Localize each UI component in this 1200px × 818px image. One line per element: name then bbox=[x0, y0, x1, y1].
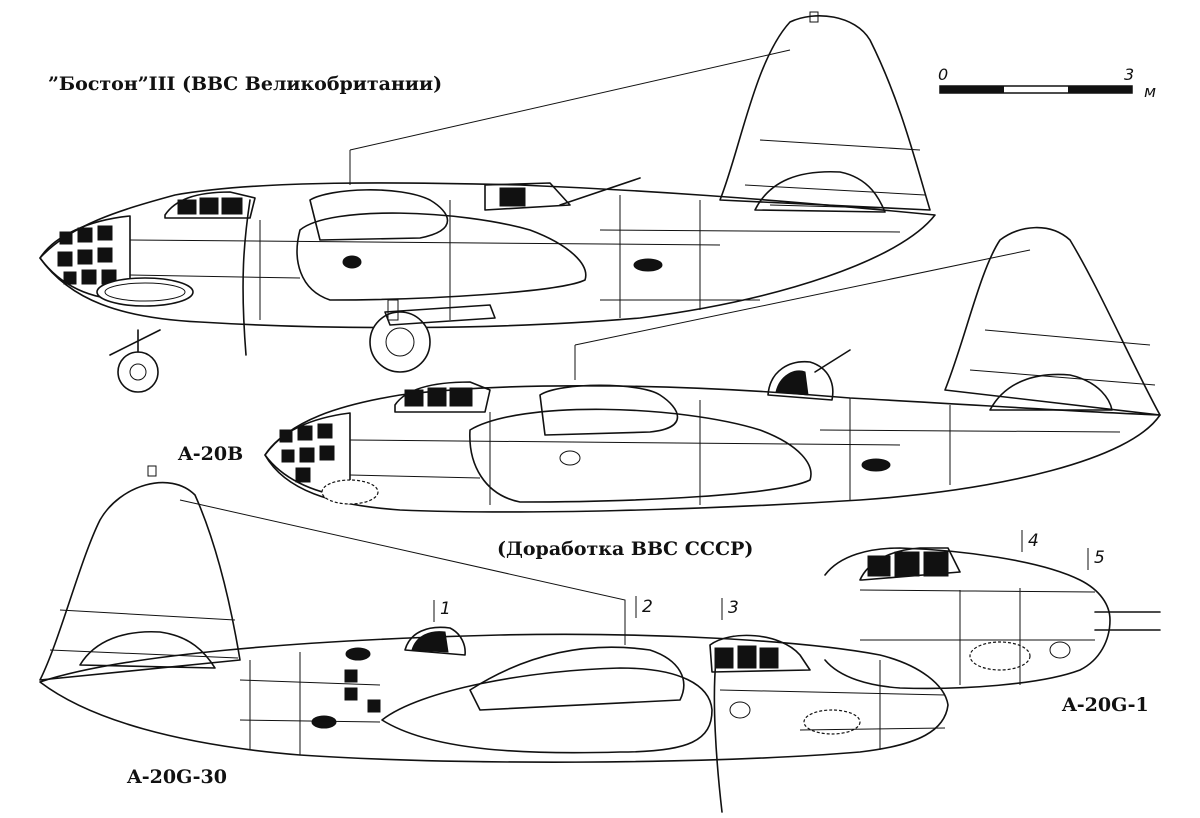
callout-1: 1 bbox=[440, 599, 451, 619]
a20g1-label: A-20G-1 bbox=[1061, 694, 1149, 716]
scale-end: 3 bbox=[1124, 65, 1134, 84]
callout-3: 3 bbox=[728, 598, 739, 618]
boston-iii-title: ”Бостон”III (ВВС Великобритании) bbox=[48, 73, 442, 95]
a20b-side-view bbox=[264, 226, 1161, 513]
scale-bar: 0 3 м bbox=[938, 65, 1156, 101]
callout-4: 4 bbox=[1028, 531, 1039, 551]
boston-iii-side-view bbox=[39, 11, 936, 393]
a20b-label: A-20B bbox=[177, 443, 243, 465]
callout-markers: 1 2 3 4 5 bbox=[433, 530, 1105, 622]
a20g30-side-view bbox=[39, 465, 949, 813]
callout-5: 5 bbox=[1094, 548, 1105, 568]
a20g30-label: A-20G-30 bbox=[126, 766, 227, 788]
callout-2: 2 bbox=[642, 597, 653, 617]
a20g1-nose-detail bbox=[824, 547, 1161, 690]
scale-unit: м bbox=[1144, 82, 1156, 101]
a20b-modification-note: (Доработка ВВС СССР) bbox=[497, 538, 753, 560]
scale-start: 0 bbox=[938, 65, 948, 84]
